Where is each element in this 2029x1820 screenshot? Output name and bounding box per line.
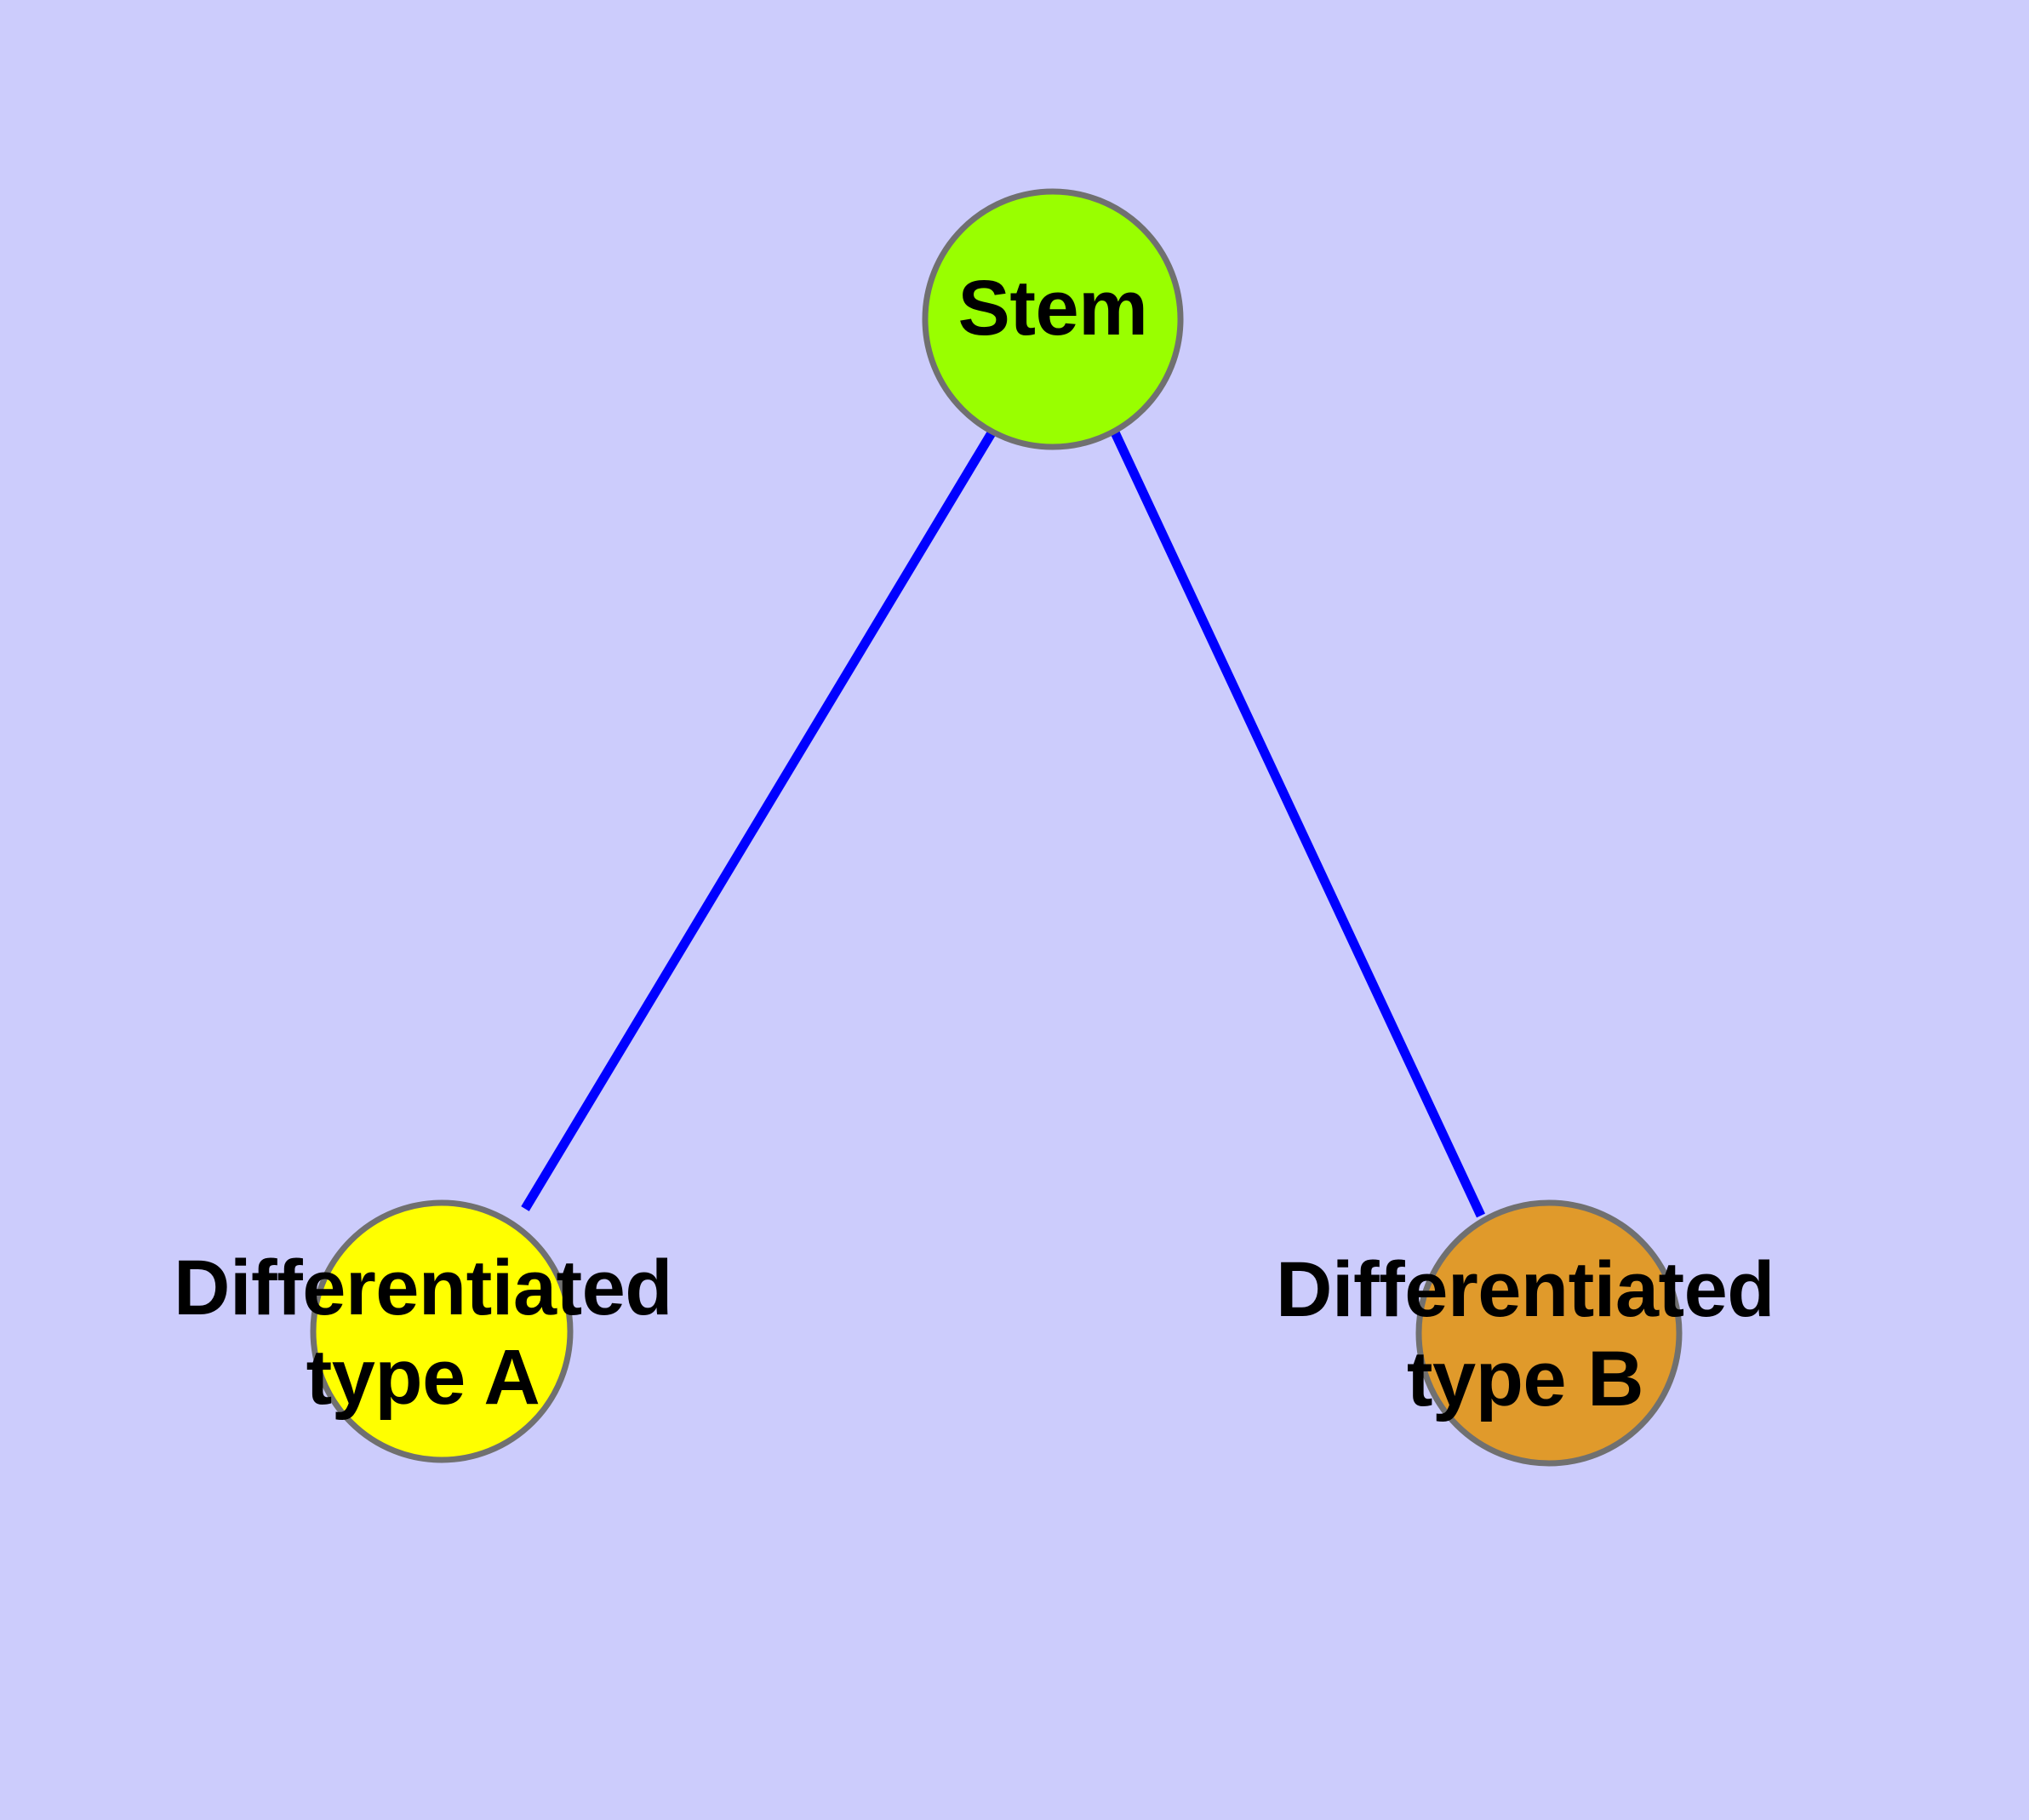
node-layer [310,188,1683,1467]
node-stem[interactable] [922,188,1184,450]
edge-stem-to-differentiated-type-a[interactable] [521,429,997,1211]
edge-layer [521,429,1485,1218]
edge-stem-to-differentiated-type-b[interactable] [1111,430,1485,1218]
node-differentiated-type-b[interactable] [1415,1199,1683,1467]
node-differentiated-type-a[interactable] [310,1199,574,1463]
